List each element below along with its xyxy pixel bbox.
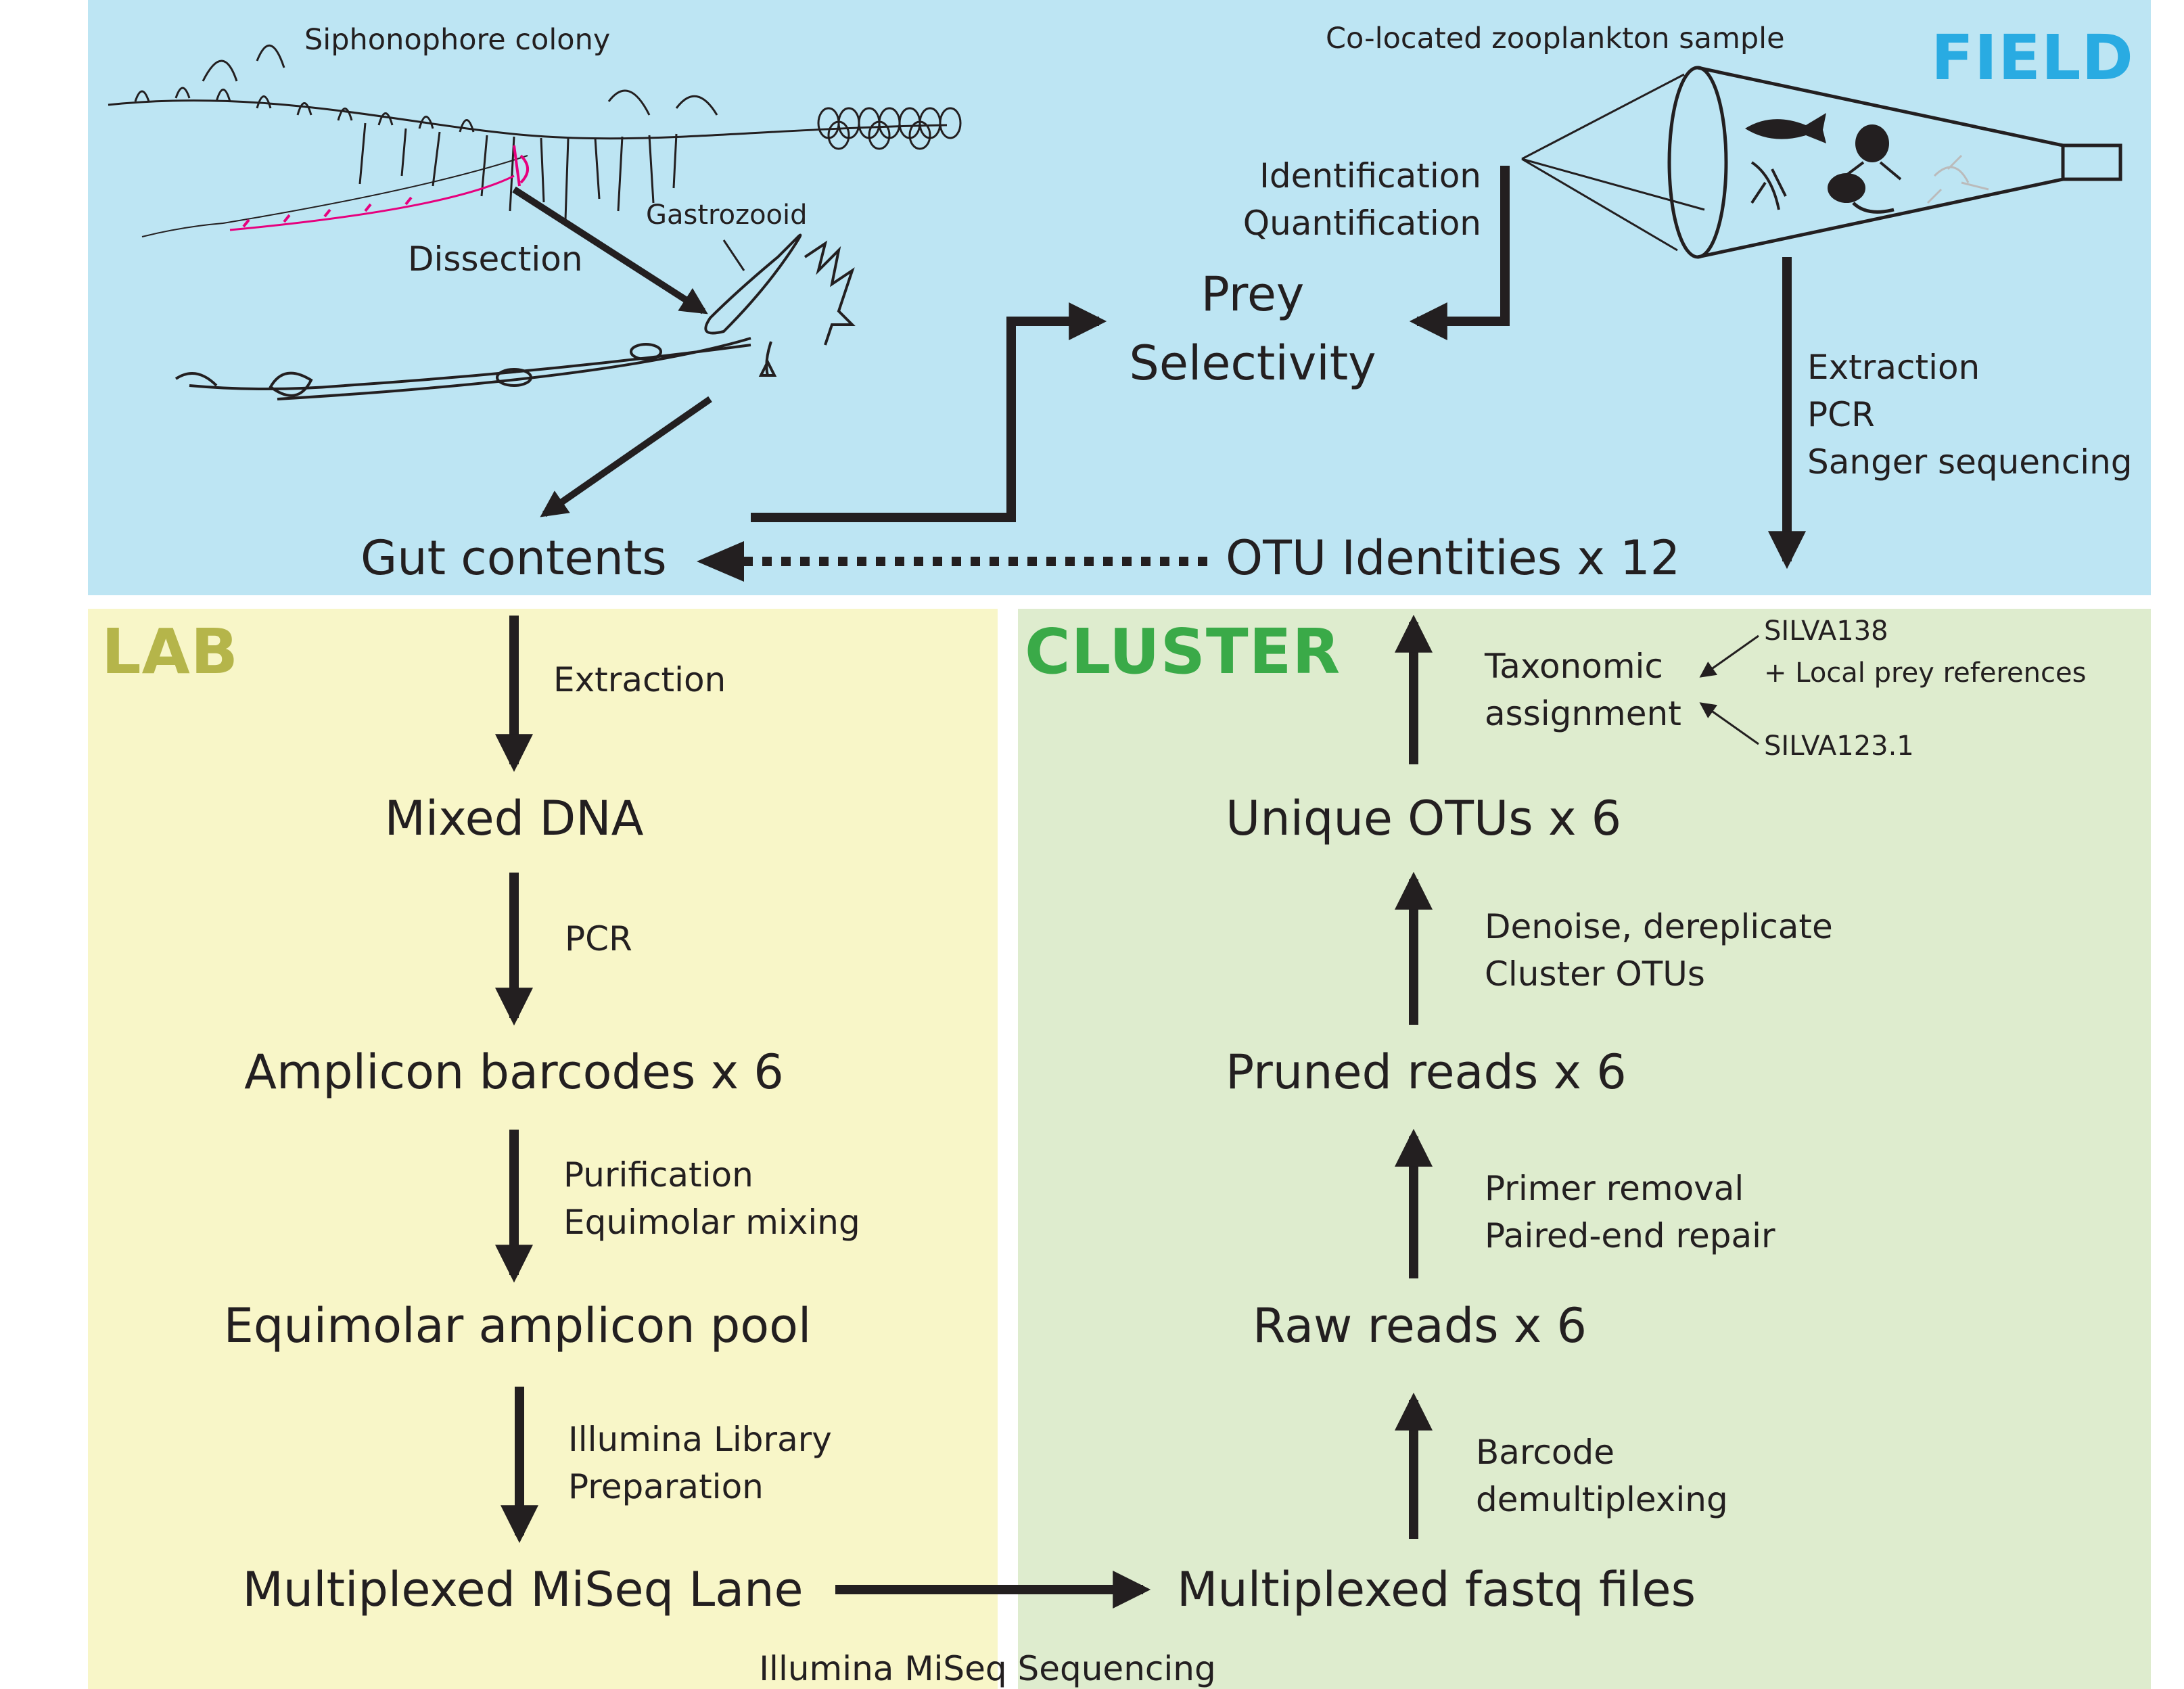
amphipod-icon [1750, 161, 1787, 210]
silva123-pointer [1699, 702, 1759, 745]
cluster-panel [1018, 609, 2151, 1689]
lab-panel [88, 609, 998, 1689]
equimolar-amplicon-pool: Equimolar amplicon pool [223, 1298, 812, 1353]
denoise-label: Denoise, dereplicate Cluster OTUs [1485, 907, 1833, 994]
fish-icon [1745, 113, 1826, 143]
copepod-icon [1835, 124, 1902, 184]
purification-label: Purification Equimolar mixing [563, 1155, 860, 1242]
silva138-pointer [1699, 634, 1759, 678]
lab-header: LAB [101, 616, 239, 688]
amplicon-barcodes: Amplicon barcodes x 6 [244, 1044, 784, 1100]
identification-label: Identification Quantification [1242, 156, 1481, 243]
taxonomic-assignment: Taxonomic assignment [1485, 647, 1681, 733]
otu-identities: OTU Identities x 12 [1226, 530, 1681, 586]
illumina-miseq-sequencing-label: Illumina MiSeq Sequencing [759, 1649, 1216, 1688]
primer-removal-label: Primer removal Paired-end repair [1485, 1169, 1775, 1255]
gastrozooid-icon [175, 233, 856, 400]
raw-reads: Raw reads x 6 [1253, 1298, 1587, 1353]
siphonophore-label: Siphonophore colony [304, 23, 611, 57]
silva123-reference: SILVA123.1 [1764, 731, 1914, 762]
siphonophore-colony-icon [108, 45, 962, 237]
multiplexed-miseq-lane: Multiplexed MiSeq Lane [242, 1562, 804, 1617]
field-header: FIELD [1931, 22, 2134, 94]
prey-selectivity: Prey Selectivity [1129, 267, 1376, 391]
barcode-demultiplexing-label: Barcode demultiplexing [1476, 1433, 1728, 1519]
shrimp-icon [1926, 154, 1989, 204]
to-gut-contents-arrow [540, 396, 712, 517]
identification-to-selectivity-arrow [1409, 166, 1510, 340]
plankton-net-icon [1521, 66, 2122, 259]
pcr-label: PCR [565, 919, 632, 958]
unique-otus: Unique OTUs x 6 [1226, 791, 1622, 846]
zooplankton-label: Co-located zooplankton sample [1326, 22, 1785, 55]
dissection-arrow [512, 186, 708, 315]
extraction-pcr-sanger-label: Extraction PCR Sanger sequencing [1807, 348, 2133, 482]
illumina-library-label: Illumina Library Preparation [568, 1420, 832, 1506]
cluster-header: CLUSTER [1025, 616, 1341, 688]
extraction-label: Extraction [553, 660, 726, 699]
field-panel [88, 0, 2151, 595]
gut-contents: Gut contents [361, 530, 667, 586]
gastrozooid-label: Gastrozooid [646, 200, 808, 231]
multiplexed-fastq-files: Multiplexed fastq files [1177, 1562, 1696, 1617]
jellyfish-icon [1828, 173, 1895, 214]
pruned-reads: Pruned reads x 6 [1226, 1044, 1627, 1100]
dissection-label: Dissection [408, 239, 583, 279]
silva138-reference: SILVA138 + Local prey references [1764, 616, 2087, 689]
otu-to-selectivity-arrow [751, 302, 1107, 522]
otu-to-gut-arrowhead [697, 541, 744, 582]
mixed-dna: Mixed DNA [384, 791, 644, 846]
